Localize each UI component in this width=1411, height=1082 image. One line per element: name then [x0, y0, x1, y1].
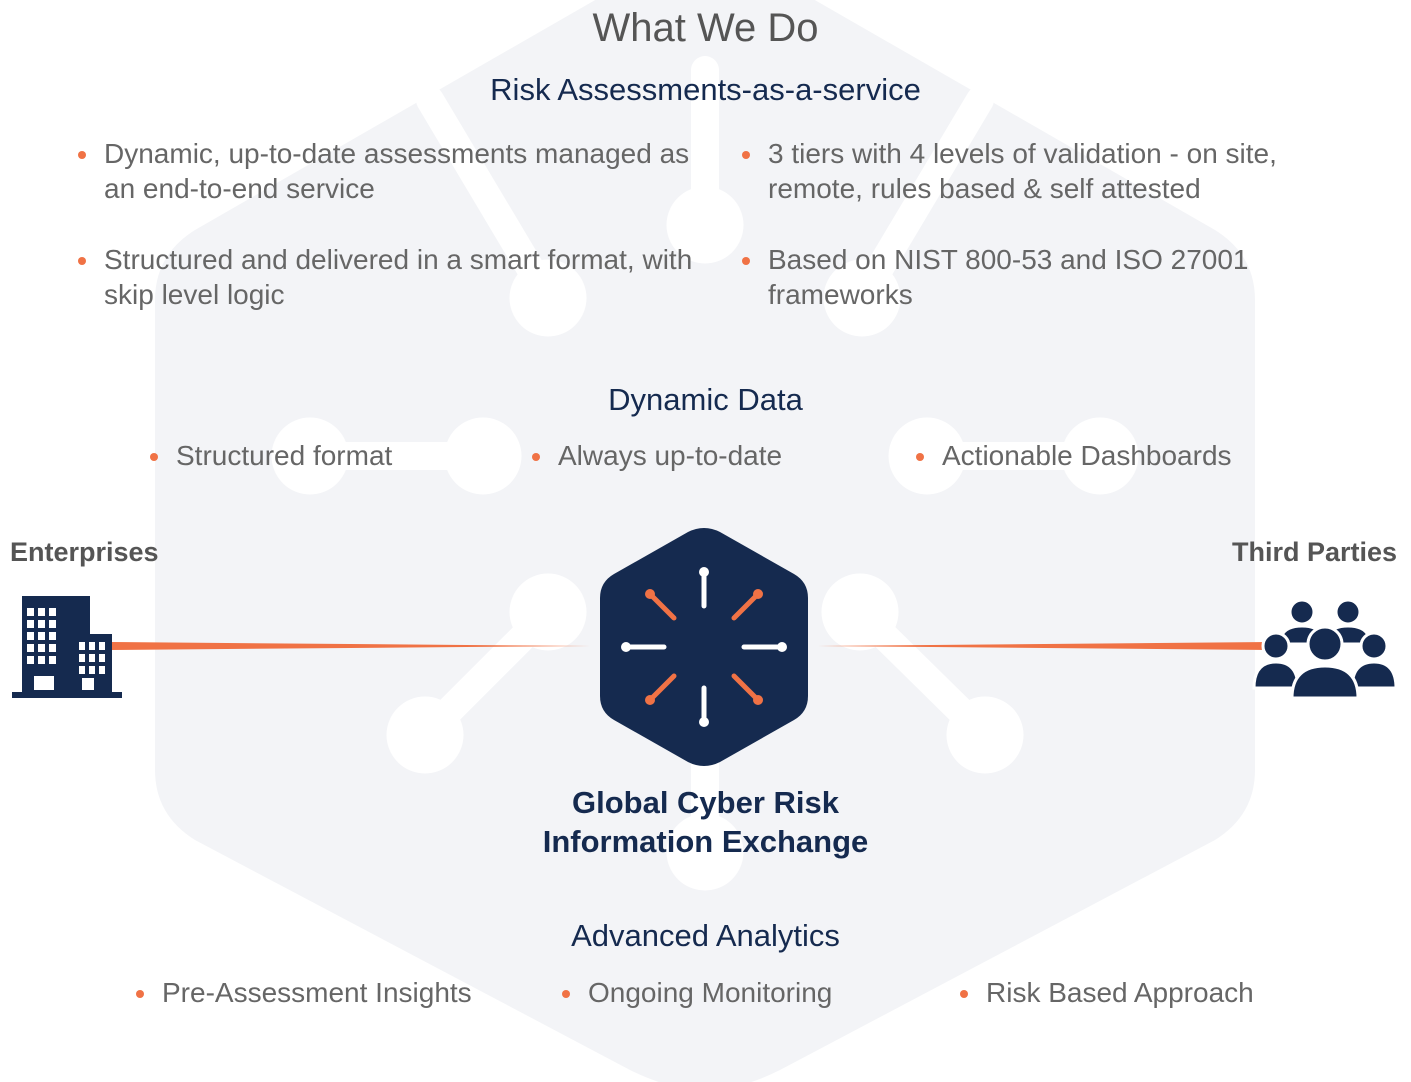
third-parties-label: Third Parties [1231, 537, 1397, 567]
background-network-spokes [271, 56, 1139, 891]
page-title: What We Do [592, 6, 819, 50]
building-icon [12, 596, 122, 698]
enterprise-connector-line [110, 642, 590, 650]
center-caption-line-2: Information Exchange [542, 824, 869, 859]
risk-bullet-4: Based on NIST 800-53 and ISO 27001 frame… [742, 242, 1288, 312]
analytics-bullet-1: Pre-Assessment Insights [136, 975, 472, 1010]
risk-bullet-2: 3 tiers with 4 levels of validation - on… [742, 136, 1348, 206]
analytics-bullet-2: Ongoing Monitoring [562, 975, 832, 1010]
dynamic-bullet-2: Always up-to-date [532, 438, 782, 473]
center-caption-line-1: Global Cyber Risk [571, 785, 840, 820]
people-group-icon [1252, 598, 1398, 698]
center-caption: Global Cyber Risk Information Exchange [0, 783, 1411, 861]
dynamic-bullet-3: Actionable Dashboards [916, 438, 1232, 473]
risk-assessments-heading: Risk Assessments-as-a-service [490, 72, 921, 107]
dynamic-data-heading: Dynamic Data [608, 382, 803, 417]
risk-bullet-3: Structured and delivered in a smart form… [78, 242, 714, 312]
enterprises-label: Enterprises [10, 537, 159, 567]
advanced-analytics-heading: Advanced Analytics [571, 918, 840, 953]
analytics-bullet-3: Risk Based Approach [960, 975, 1254, 1010]
third-party-connector-line [818, 642, 1270, 650]
risk-bullet-1: Dynamic, up-to-date assessments managed … [78, 136, 704, 206]
dynamic-bullet-1: Structured format [150, 438, 392, 473]
hexagon-network-logo-icon [600, 528, 808, 766]
